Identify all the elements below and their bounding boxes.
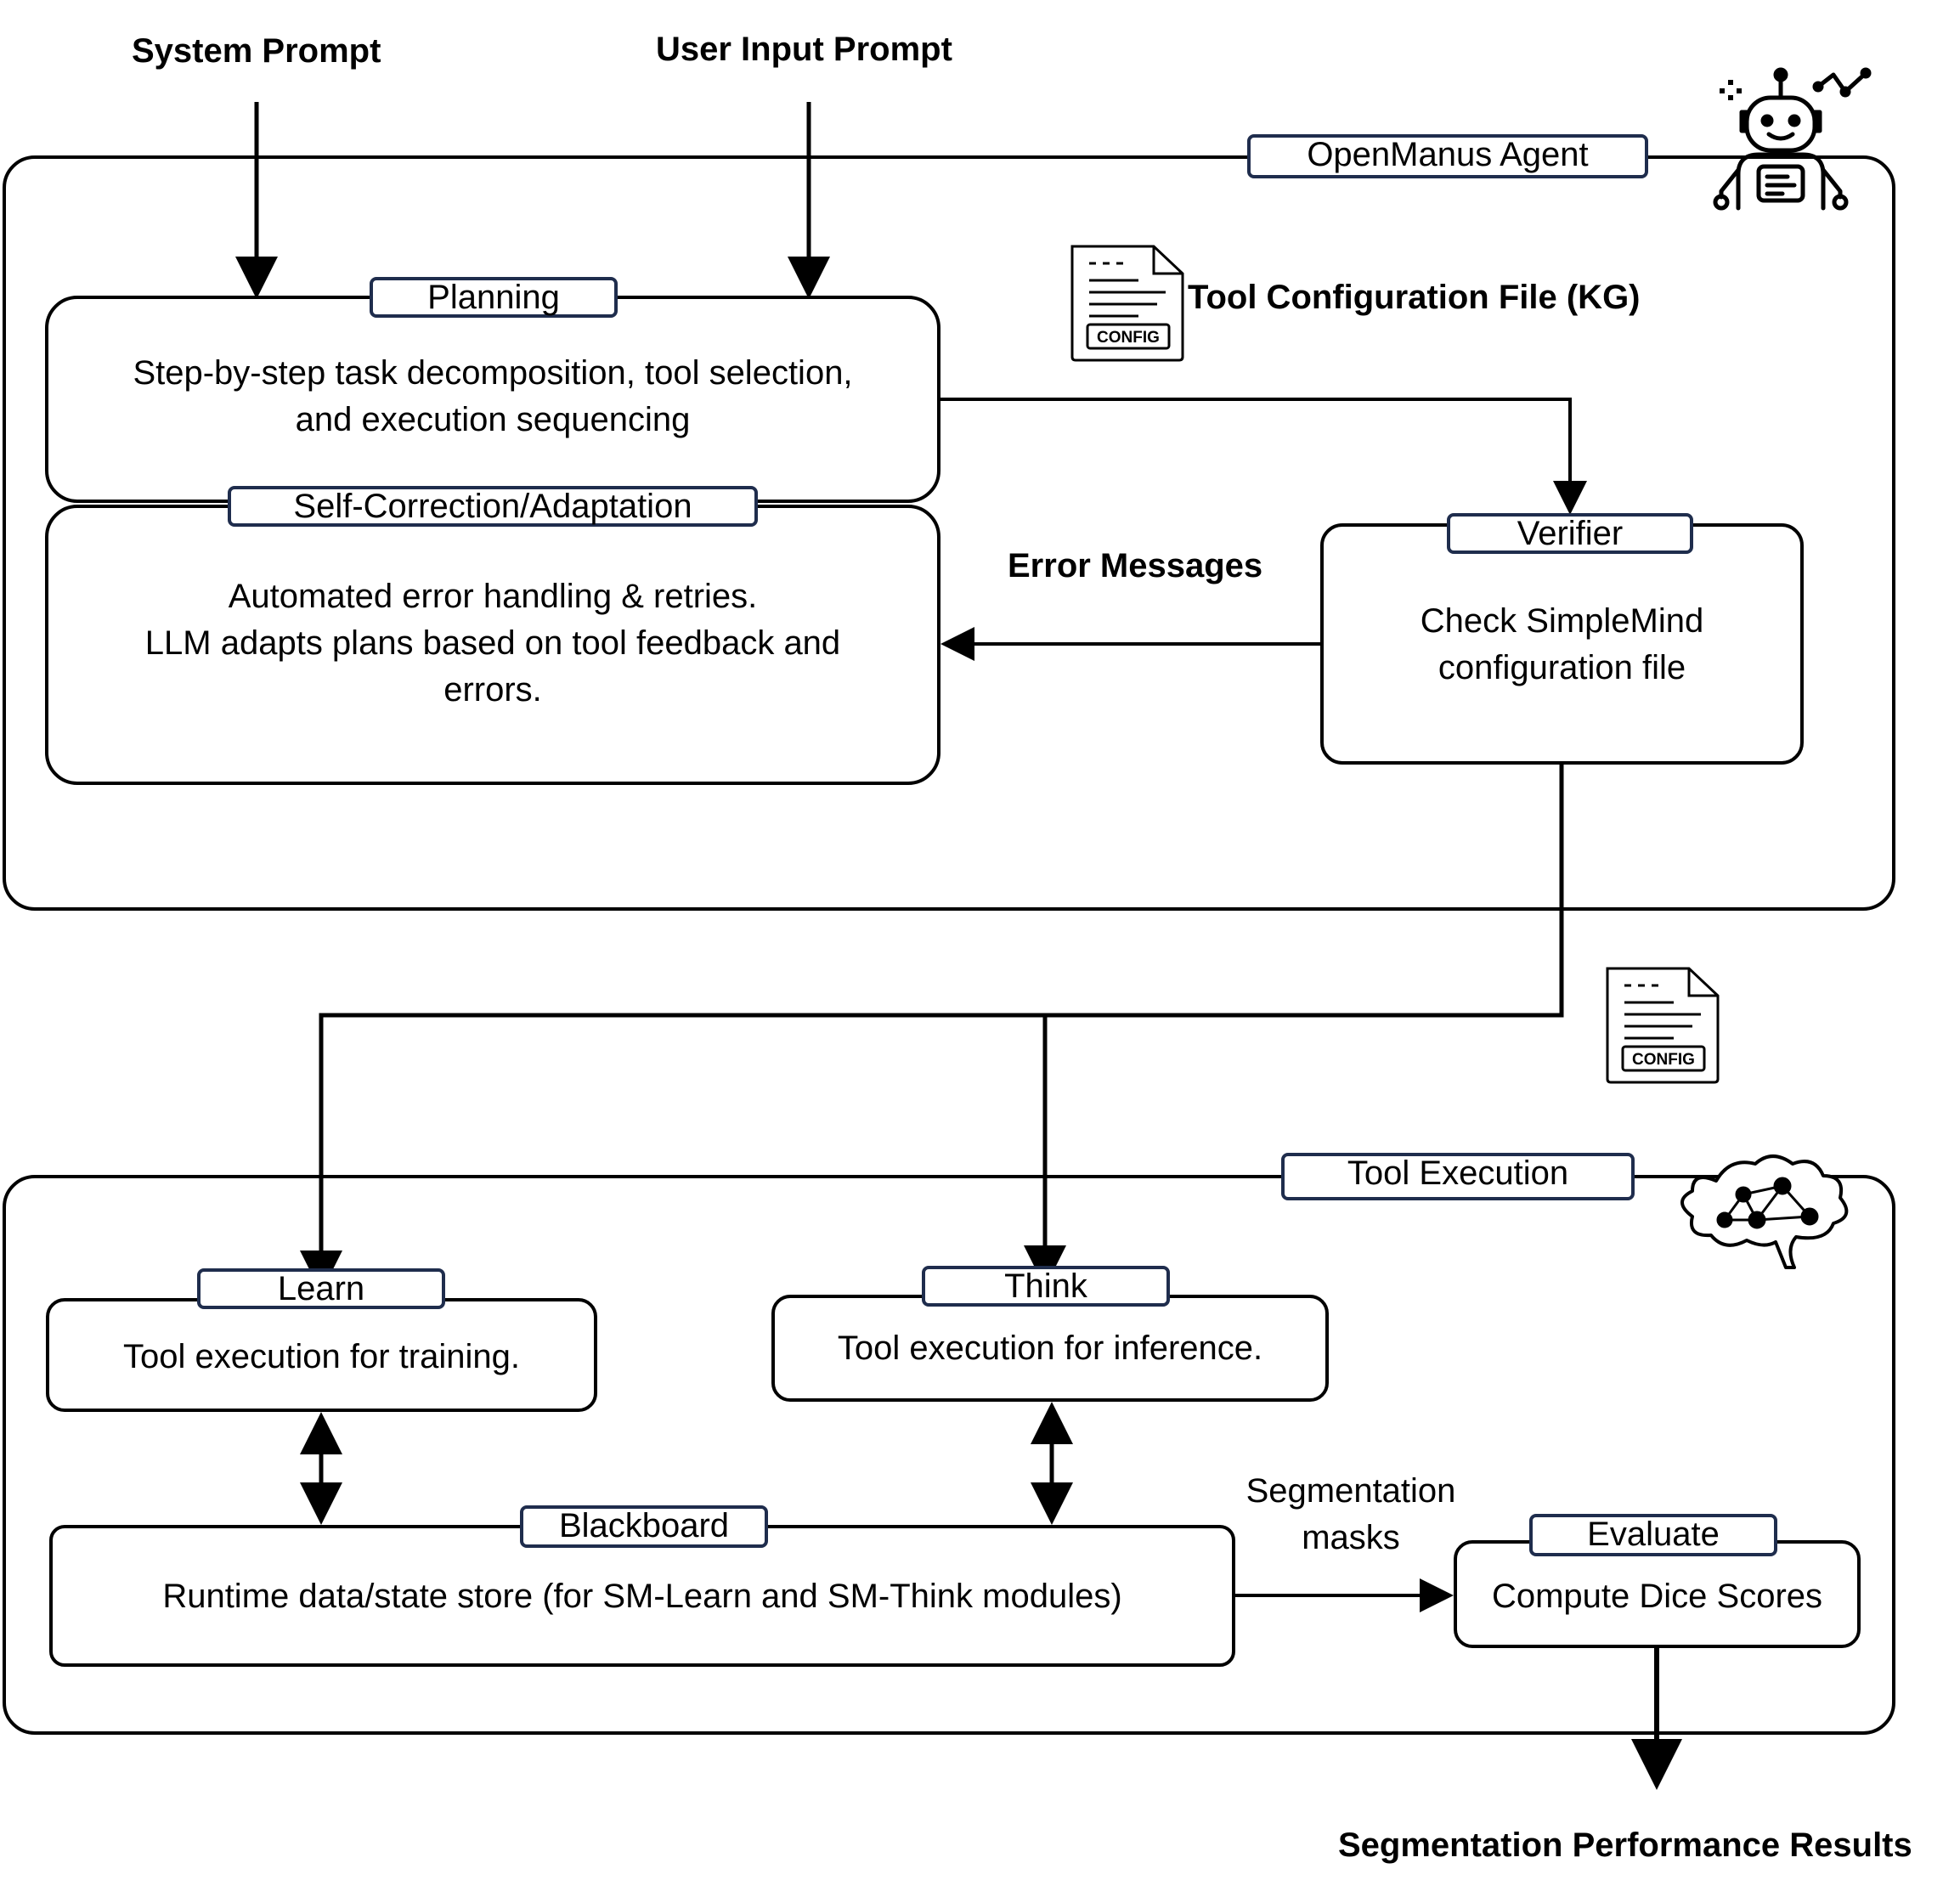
blackboard-description: Runtime data/state store (for SM-Learn a… (162, 1578, 1122, 1615)
openmanus-agent-container (3, 155, 1895, 911)
brain-graph (1716, 1177, 1819, 1229)
segmentation-results-label: Segmentation Performance Results (1338, 1826, 1912, 1864)
segmentation-masks-line-2: masks (1302, 1519, 1400, 1557)
config-icon-label: CONFIG (1632, 1051, 1695, 1069)
self-correction-line-1: Automated error handling & retries. (228, 578, 758, 615)
robot-icon (1713, 67, 1872, 211)
planning-line-2: and execution sequencing (295, 401, 691, 439)
self-correction-line-3: errors. (443, 671, 542, 709)
self-correction-tag: Self-Correction/Adaptation (228, 486, 758, 527)
verifier-line-1: Check SimpleMind (1420, 602, 1704, 640)
verifier-tag: Verifier (1447, 513, 1693, 554)
evaluate-description: Compute Dice Scores (1491, 1578, 1823, 1615)
config-file-icon (1606, 967, 1720, 1084)
think-description: Tool execution for inference. (837, 1330, 1263, 1367)
blackboard-tag: Blackboard (520, 1505, 768, 1548)
planning-line-1: Step-by-step task decomposition, tool se… (133, 354, 853, 392)
segmentation-masks-label: Segmentation masks (1223, 1468, 1478, 1561)
learn-tag: Learn (197, 1268, 445, 1309)
planning-to-verifier-arrow (939, 398, 1587, 515)
self-correction-description: Automated error handling & retries. LLM … (47, 573, 939, 714)
think-tag: Think (922, 1266, 1170, 1307)
verifier-description: Check SimpleMind configuration file (1322, 598, 1802, 692)
verifier-line-2: configuration file (1438, 649, 1686, 687)
learn-description: Tool execution for training. (123, 1338, 520, 1375)
config-file-icon (1070, 245, 1184, 362)
tool-execution-tag: Tool Execution (1281, 1153, 1635, 1200)
planning-description: Step-by-step task decomposition, tool se… (47, 350, 939, 443)
openmanus-agent-tag: OpenManus Agent (1247, 134, 1648, 178)
tool-config-file-label: Tool Configuration File (KG) (1188, 279, 1641, 316)
evaluate-tag: Evaluate (1529, 1514, 1777, 1556)
tool-execution-container (3, 1175, 1895, 1735)
segmentation-masks-line-1: Segmentation (1245, 1472, 1456, 1510)
config-icon-label: CONFIG (1097, 329, 1160, 347)
system-prompt-label: System Prompt (132, 32, 381, 70)
verifier-to-tools-line (300, 763, 1564, 1293)
self-correction-line-2: LLM adapts plans based on tool feedback … (144, 624, 841, 663)
user-prompt-label: User Input Prompt (656, 31, 952, 68)
error-messages-label: Error Messages (1008, 547, 1263, 584)
planning-tag: Planning (370, 277, 618, 318)
